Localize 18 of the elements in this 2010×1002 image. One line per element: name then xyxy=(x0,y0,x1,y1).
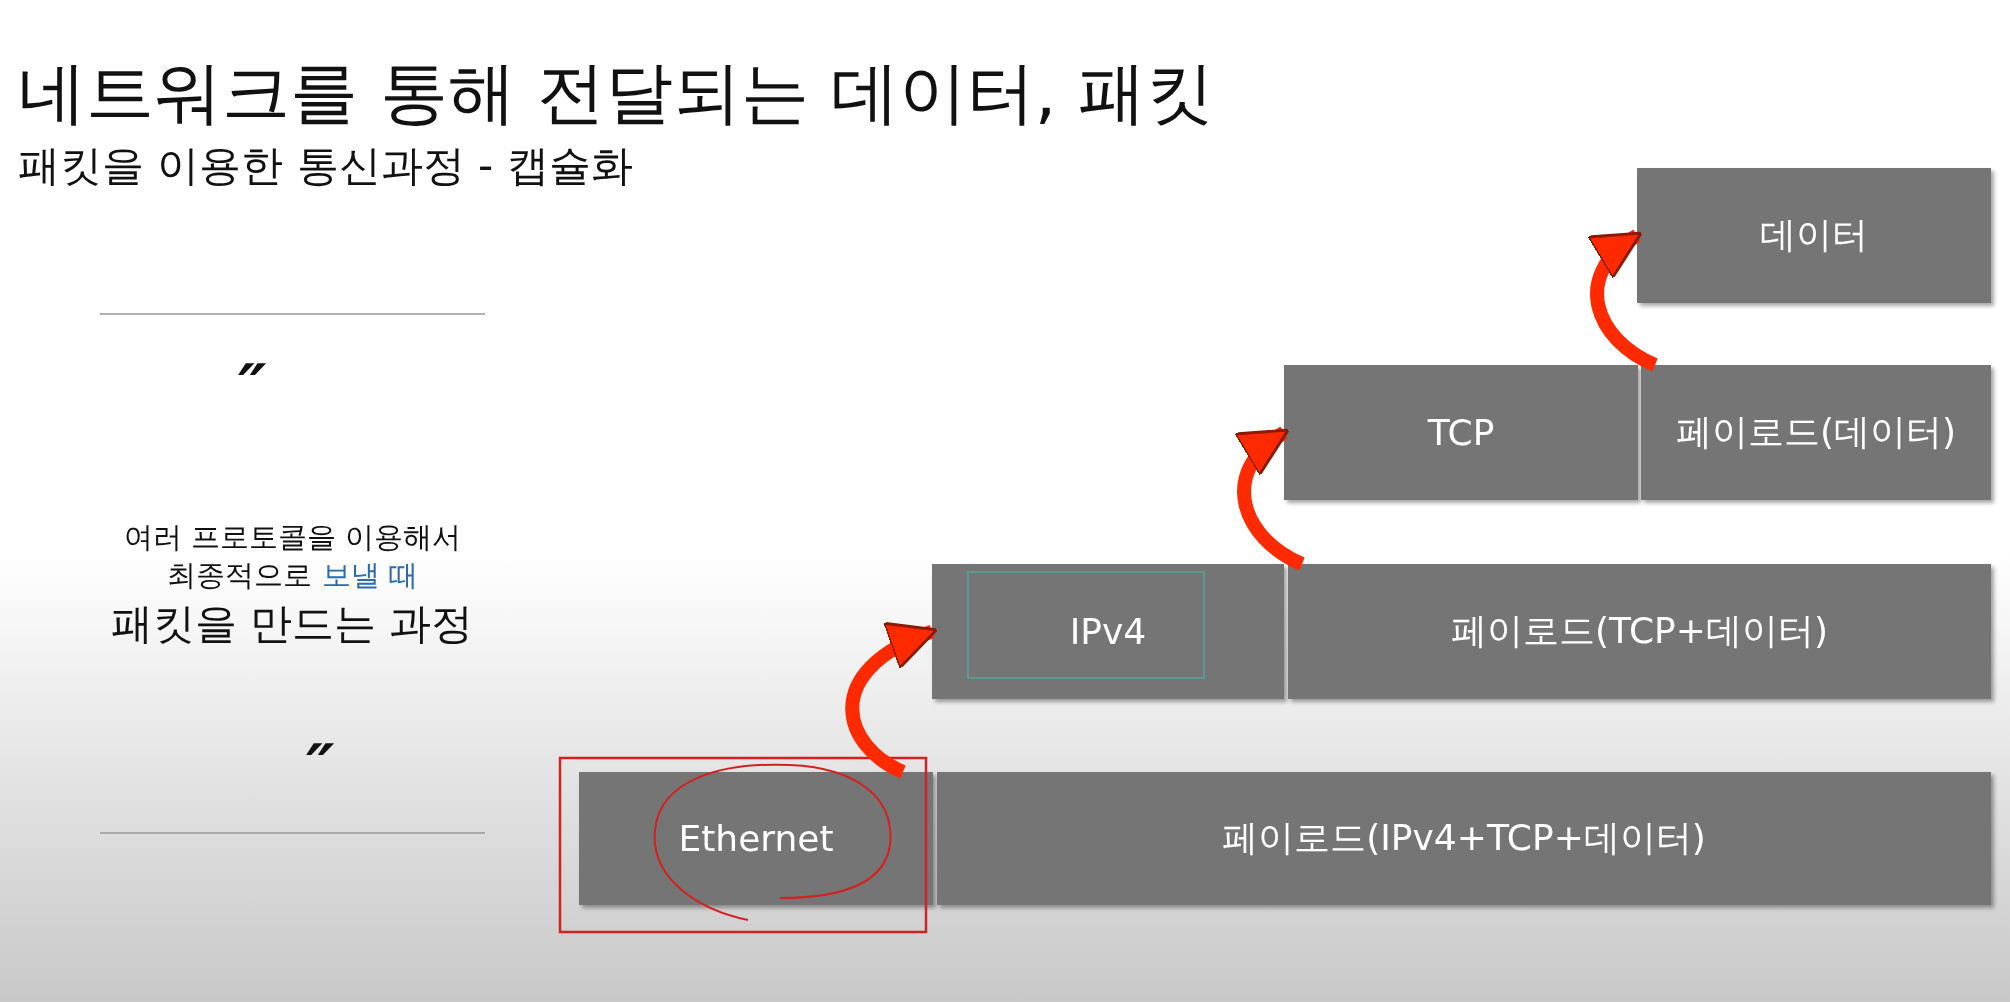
subtitle: 패킷을 이용한 통신과정 - 캡슐화 xyxy=(18,140,633,192)
title: 네트워크를 통해 전달되는 데이터, 패킷 xyxy=(18,52,1215,134)
highlighted-text: 보낼 때 xyxy=(321,557,418,594)
curved-arrow xyxy=(1586,229,1659,372)
caption-text: 여러 프로토콜을 이용해서 xyxy=(123,519,461,556)
packet-field-box: 페이로드(IPv4+TCP+데이터) xyxy=(937,772,1991,905)
packet-field-box: TCP xyxy=(1284,365,1638,500)
packet-field-box: 페이로드(TCP+데이터) xyxy=(1288,564,1991,699)
packet-field-box: IPv4 xyxy=(932,564,1284,699)
curved-arrow xyxy=(1233,426,1306,571)
caption-text: 패킷을 만드는 과정 xyxy=(110,598,474,650)
quote-mark: ″ xyxy=(306,736,335,800)
quote-mark: ″ xyxy=(238,356,267,420)
packet-field-box: 페이로드(데이터) xyxy=(1641,365,1991,500)
caption-text: 최종적으로 xyxy=(166,557,312,594)
packet-field-box: 데이터 xyxy=(1637,168,1991,303)
packet-field-box: Ethernet xyxy=(579,772,933,905)
curved-arrow xyxy=(845,624,938,779)
